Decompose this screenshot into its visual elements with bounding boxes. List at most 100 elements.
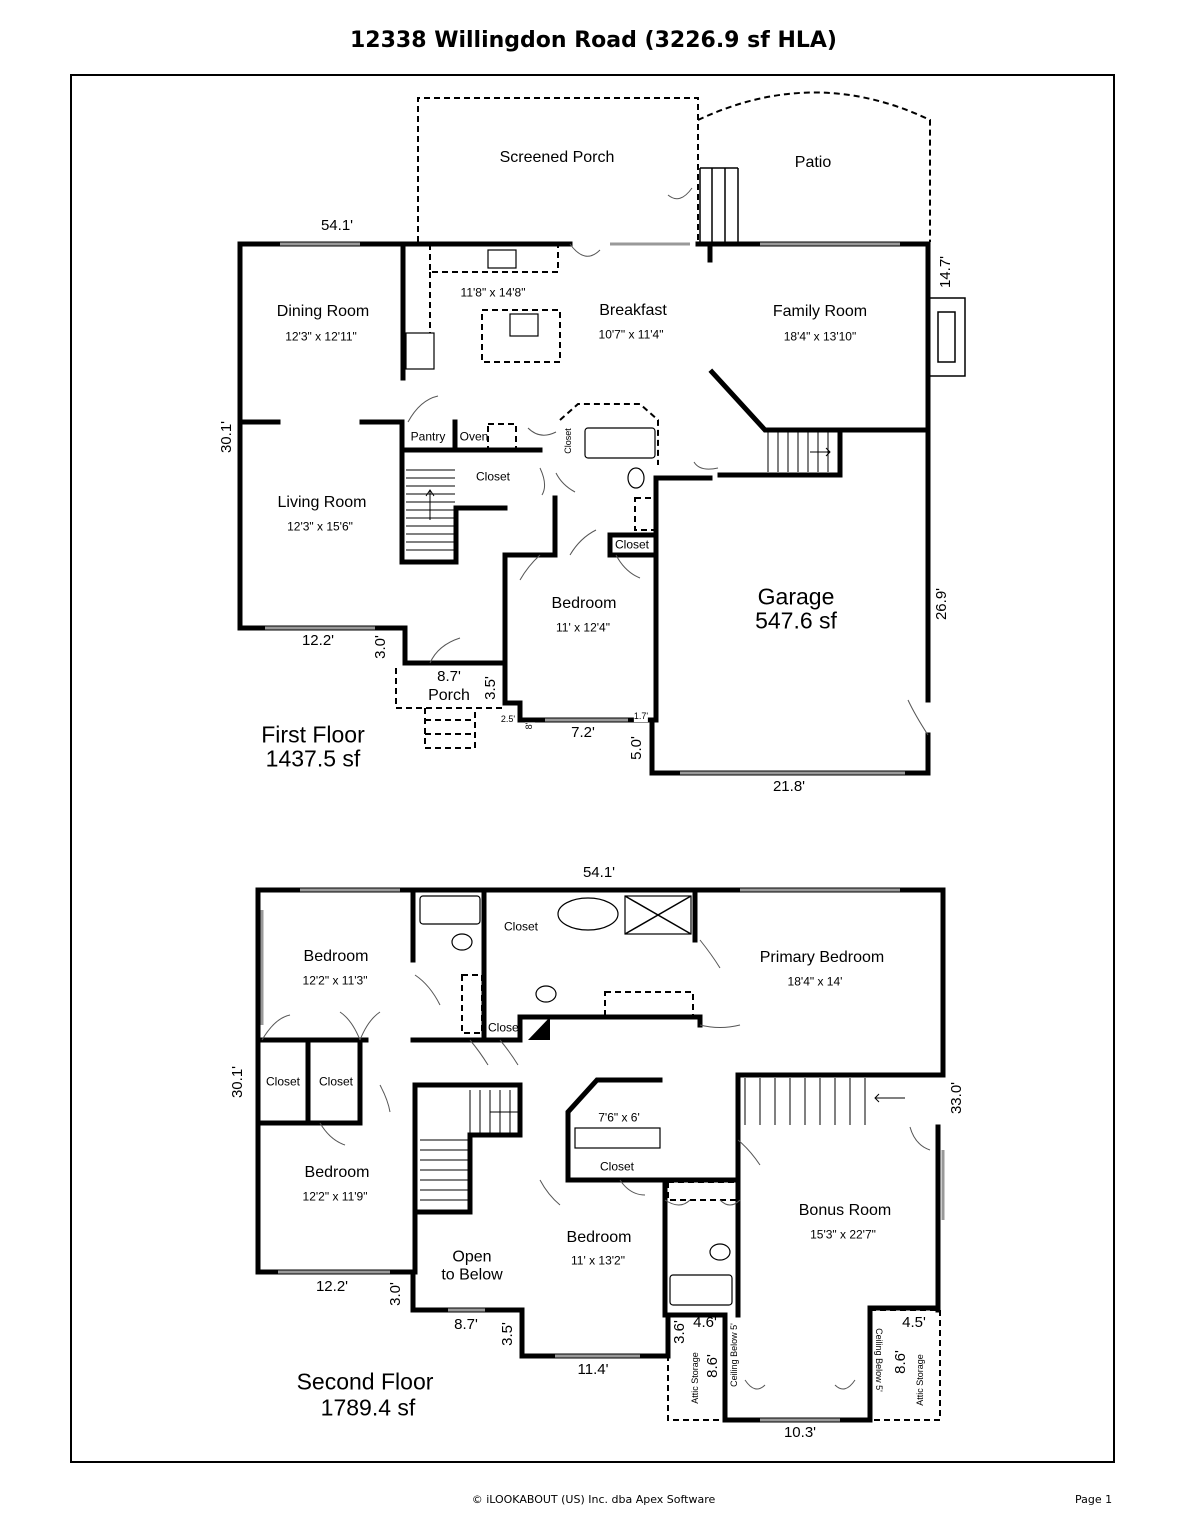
sf-dim-open-depth: 3.5' xyxy=(498,1322,516,1346)
front-porch-outline xyxy=(395,668,505,709)
sf-dim-north: 54.1' xyxy=(582,863,616,881)
ff-dim-north: 54.1' xyxy=(320,216,354,234)
sf-vanity-2 xyxy=(604,991,694,1017)
sf-closet-w2-label: Closet xyxy=(318,1074,354,1089)
ff-dim-fireplace: 14.7' xyxy=(936,255,954,289)
sf-bedroom-sw-size: 12'2" x 11'9" xyxy=(302,1189,368,1204)
sf-ceiling-below-right-label: Ceiling Below 5' xyxy=(873,1328,884,1392)
sf-interior-walls-center xyxy=(410,887,741,1318)
kitchen-sink xyxy=(487,249,517,269)
fireplace xyxy=(928,297,966,377)
sf-closet-mid-label: Closet xyxy=(599,1159,635,1174)
sf-toilet-3 xyxy=(709,1243,731,1261)
second-floor-drawing xyxy=(255,887,946,1423)
ff-floor-name: First Floor xyxy=(261,721,365,748)
ff-family-room-size: 18'4" x 13'10" xyxy=(783,329,857,344)
ff-toilet xyxy=(627,467,645,489)
sf-vanity-3 xyxy=(667,1181,739,1201)
ff-screened-porch-label: Screened Porch xyxy=(499,149,615,167)
ff-garage-label: Garage xyxy=(757,583,835,610)
ff-family-stair-wall xyxy=(717,427,843,478)
footer-page-number: Page 1 xyxy=(1075,1493,1113,1506)
sf-dim-open-below: 8.7' xyxy=(454,1315,478,1333)
sf-dim-attic-l-depth: 3.6' xyxy=(670,1320,688,1344)
ff-dim-garage-east: 26.9' xyxy=(932,587,950,621)
sf-open-below-label: Open to Below xyxy=(441,1248,503,1283)
sf-laundry-size: 7'6" x 6' xyxy=(598,1110,640,1125)
sf-primary-bedroom-label: Primary Bedroom xyxy=(759,949,885,967)
sf-stairs xyxy=(420,1078,905,1211)
sf-dim-attic-l-length: 8.6' xyxy=(703,1354,721,1378)
sf-bonus-walls xyxy=(735,1072,946,1318)
ff-dim-bay: 7.2' xyxy=(571,723,595,741)
ff-dining-room-label: Dining Room xyxy=(276,303,370,321)
sf-primary-wall xyxy=(692,887,703,1020)
sf-tub-2 xyxy=(669,1274,733,1306)
sf-doors xyxy=(261,939,931,1390)
sf-dim-attic-l-width: 4.6' xyxy=(693,1313,717,1331)
sf-dim-west: 30.1' xyxy=(228,1065,246,1099)
sf-laundry-units xyxy=(574,1127,661,1149)
sf-dim-bedroom-s-south: 11.4' xyxy=(577,1360,609,1378)
ff-vanity xyxy=(634,497,656,531)
sf-attic-storage-left xyxy=(667,1315,725,1421)
ff-breakfast-size: 10'7" x 11'4" xyxy=(598,327,664,342)
ff-dim-garage-south: 21.8' xyxy=(772,777,806,795)
sf-bonus-room-size: 15'3" x 22'7" xyxy=(810,1227,876,1242)
ff-dim-porch-depth: 3.5' xyxy=(481,676,499,700)
ff-dining-room-size: 12'3" x 12'11" xyxy=(285,329,357,344)
ff-bedroom-bay xyxy=(502,552,655,723)
ff-closet-a-label: Closet xyxy=(475,469,511,484)
sf-tub-1 xyxy=(419,895,481,925)
sf-ceiling-below-left-label: Ceiling Below 5' xyxy=(729,1323,740,1387)
ff-garage-area: 547.6 sf xyxy=(755,607,837,634)
ff-bedroom-size: 11' x 12'4" xyxy=(556,620,610,635)
ff-garage-wall xyxy=(653,475,713,723)
sf-closet-wedge xyxy=(528,1017,550,1040)
ff-family-room-label: Family Room xyxy=(772,303,868,321)
ff-bedroom-label: Bedroom xyxy=(551,595,617,613)
sf-shower-x xyxy=(624,895,692,935)
sf-bedroom-sw-label: Bedroom xyxy=(304,1164,370,1182)
screened-porch-outline xyxy=(417,97,699,242)
ff-closet-b-label: Closet xyxy=(563,428,574,454)
refrigerator xyxy=(405,332,435,370)
ff-floor-area: 1437.5 sf xyxy=(265,745,361,772)
ff-dim-bay-depth: 8' xyxy=(524,722,535,730)
sf-dim-bedroom-south: 12.2' xyxy=(315,1277,349,1295)
front-porch-steps xyxy=(424,708,476,749)
ff-exterior-wall-east xyxy=(649,241,931,776)
ff-patio-label: Patio xyxy=(794,154,832,172)
sf-bonus-room-label: Bonus Room xyxy=(798,1202,892,1220)
ff-bathtub xyxy=(584,427,656,459)
sf-interior-walls-west xyxy=(255,1037,523,1275)
ff-living-room-size: 12'3" x 15'6" xyxy=(287,519,353,534)
ff-bath-closet-outline xyxy=(559,403,659,465)
footer-copyright: © iLOOKABOUT (US) Inc. dba Apex Software xyxy=(471,1493,716,1506)
ff-breakfast-label: Breakfast xyxy=(599,302,667,320)
sf-attic-storage-left-label: Attic Storage xyxy=(690,1352,701,1404)
sf-toilet-1 xyxy=(451,933,473,951)
ff-dim-bay-left: 2.5' xyxy=(500,714,516,725)
kitchen-stove xyxy=(509,313,539,337)
oven-box xyxy=(487,423,517,451)
porch-steps xyxy=(699,167,739,242)
ff-bath-walls xyxy=(502,495,659,558)
ff-porch-label: Porch xyxy=(428,687,470,705)
sf-closet-w1-label: Closet xyxy=(265,1074,301,1089)
sf-oval-tub xyxy=(557,897,619,931)
ff-dim-bay-right: 1.7' xyxy=(633,711,649,722)
ff-kitchen-size: 11'8" x 14'8" xyxy=(460,285,526,300)
first-floor-drawing xyxy=(237,91,966,776)
plan-frame xyxy=(70,74,1115,1463)
sf-attic-storage-right-label: Attic Storage xyxy=(915,1354,926,1406)
ff-living-room-label: Living Room xyxy=(277,494,367,512)
ff-closet-c-label: Closet xyxy=(614,537,650,552)
sf-dim-bonus-south: 10.3' xyxy=(783,1423,817,1441)
sf-toilet-2 xyxy=(535,985,557,1003)
sf-bedroom-s-label: Bedroom xyxy=(566,1229,632,1247)
sf-dim-east: 33.0' xyxy=(947,1081,965,1115)
page-title: 12338 Willingdon Road (3226.9 sf HLA) xyxy=(350,28,837,53)
sf-dim-attic-r-length: 8.6' xyxy=(891,1350,909,1374)
